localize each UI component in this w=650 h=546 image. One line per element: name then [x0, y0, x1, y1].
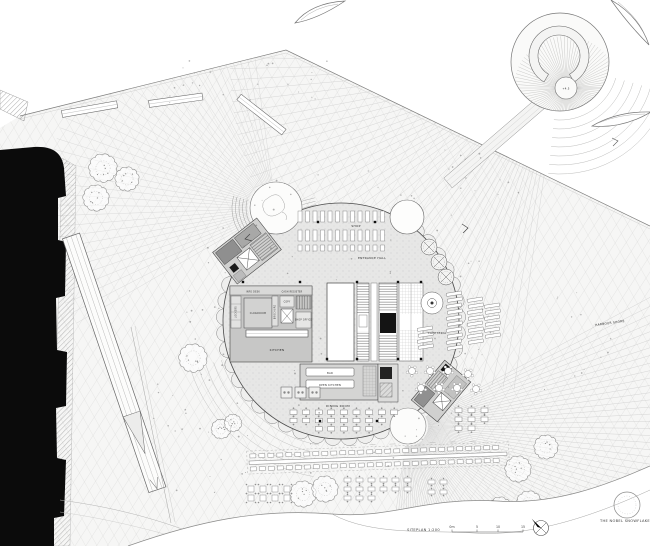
project-title: THE NOBEL SNOWFLAKE: [599, 519, 650, 523]
existing-tree-sketch: [262, 194, 287, 221]
shop-shelving: [297, 210, 385, 252]
boats: [294, 0, 650, 127]
scale-tick-15: 15: [521, 525, 525, 529]
label-dining-room: DINING ROOM: [326, 404, 350, 408]
plaza-benches: [61, 92, 287, 136]
label-brochure: BROCHURE: [274, 304, 277, 319]
tree-courtyard: [249, 181, 303, 235]
south-courtyard: [389, 407, 427, 445]
crescent-ramp: [528, 25, 590, 83]
structural-columns: [241, 220, 423, 423]
core-shaft: [380, 313, 396, 333]
water-ripple-arcs: [548, 77, 650, 175]
scale-tick-5: 5: [476, 525, 478, 529]
bar-block: [299, 363, 399, 403]
label-shop-office: SHOP OFFICE: [295, 319, 313, 322]
label-cloakroom: CLOAKROOM: [250, 312, 266, 315]
nobel-center-building: SHOP ENTRANCE HALL CAFETERIA DINING ROOM…: [212, 137, 619, 446]
harbour-label: HARBOUR SHORE: [595, 319, 625, 327]
siteplan-scale-label: SITEPLAN 1:200: [407, 528, 440, 532]
label-kitchen: KITCHEN: [270, 348, 285, 352]
scale-tick-0: 0m: [449, 525, 454, 529]
label-cafeteria: CAFETERIA: [428, 331, 447, 335]
dining-tables: [289, 365, 489, 434]
southeast-wedge-block: [410, 359, 472, 423]
label-cash-register: CASH REGISTER: [282, 291, 303, 294]
boat-hull: [294, 0, 347, 24]
wash-booths: [280, 386, 321, 399]
label-open-kitchen: OPEN KITCHEN: [319, 383, 341, 387]
label-entrance-hall: ENTRANCE HALL: [358, 256, 386, 260]
scatter-dots: [153, 60, 612, 494]
shoreline: [127, 465, 650, 546]
northwest-wedge-block: [212, 217, 282, 285]
central-cores: [326, 282, 424, 362]
north-arrow-icon: [531, 518, 549, 536]
entry-arrows: [244, 137, 619, 242]
label-copy: COPY: [284, 301, 291, 304]
rim-stair-pods: [420, 238, 455, 286]
quay-edge: [0, 49, 650, 230]
pergola-bench-structure: [62, 232, 167, 494]
boat-hull: [610, 0, 650, 46]
mound-elevation-label: +4.5: [562, 87, 569, 91]
legend: SITEPLAN 1:200 0m 5 10 15 THE NOBEL SNOW…: [407, 491, 650, 536]
label-shop: SHOP: [351, 224, 360, 228]
label-lockers: LOCKERS: [235, 306, 238, 318]
viewing-mound: +4.5: [443, 12, 650, 189]
existing-building-footprint: [0, 146, 77, 546]
planter-circle: [389, 199, 425, 235]
service-block: [229, 285, 313, 363]
scale-tick-10: 10: [496, 525, 500, 529]
cafeteria-tables: [417, 290, 501, 351]
boat-hull: [590, 111, 650, 127]
outdoor-seating: [245, 440, 510, 504]
label-info-desk: INFO DESK: [246, 291, 260, 294]
legend-tree-circle: [613, 491, 641, 519]
label-bar: BAR: [327, 371, 333, 375]
ring-feature: [420, 291, 444, 315]
service-shaft: [380, 367, 392, 379]
